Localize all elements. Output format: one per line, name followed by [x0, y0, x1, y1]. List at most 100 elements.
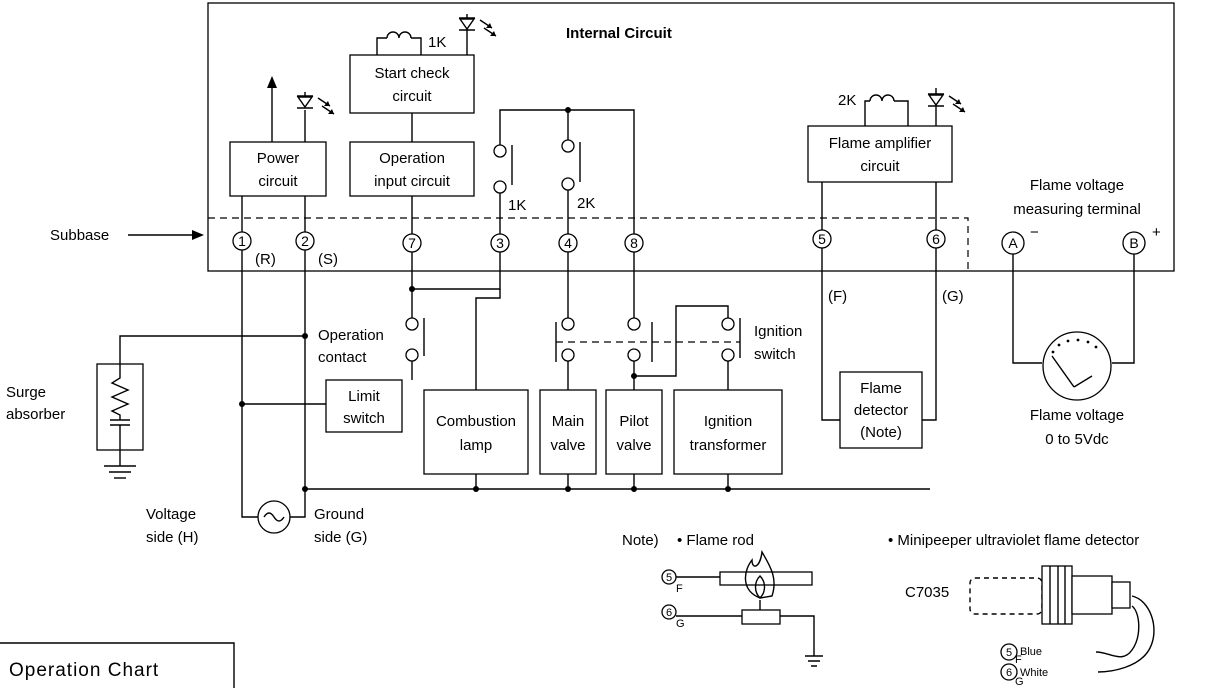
- flame-voltage-meter-icon: [1042, 331, 1112, 401]
- main-valve-label-1: Main: [552, 413, 585, 430]
- ignition-transformer-label-1: Ignition: [704, 413, 752, 430]
- terminal-6: 6: [926, 229, 946, 249]
- minipeeper-terminal-6-num: 6: [1006, 667, 1012, 679]
- svg-text:5: 5: [818, 231, 826, 247]
- flame-voltage-terminal-label-2: measuring terminal: [1013, 201, 1141, 218]
- flame-amplifier-label-2: circuit: [860, 158, 900, 175]
- operation-chart-tab[interactable]: [0, 642, 235, 688]
- svg-text:6: 6: [932, 231, 940, 247]
- svg-text:5: 5: [666, 572, 672, 584]
- minipeeper-terminal-5-sub: F: [1015, 654, 1022, 666]
- flame-amplifier-led-icon: [927, 88, 966, 113]
- operation-chart-tab-label: Operation Chart: [9, 660, 159, 681]
- svg-text:F: F: [676, 583, 683, 595]
- power-circuit-block: [229, 141, 327, 197]
- internal-circuit-title: Internal Circuit: [566, 25, 672, 42]
- operation-contact-label-2: contact: [318, 349, 367, 366]
- subbase-arrow-head: [192, 230, 204, 240]
- svg-text:C7035: C7035: [905, 584, 949, 601]
- note-prefix: Note): [622, 532, 659, 549]
- limit-switch-label-1: Limit: [348, 388, 381, 405]
- flame-amplifier-relay-label: 2K: [838, 92, 856, 109]
- wire-b-meter: [1112, 254, 1135, 364]
- wire-a-meter: [1012, 254, 1042, 364]
- terminal-8: 8: [624, 233, 644, 253]
- wire-voltage-side: [241, 250, 258, 518]
- surge-absorber-icon: [96, 363, 144, 479]
- combustion-lamp-label-1: Combustion: [436, 413, 516, 430]
- flame-detector-label-2: detector: [854, 402, 908, 419]
- ground-side-label-1: Ground: [314, 506, 364, 523]
- note-flame-rod: • Flame rod: [677, 532, 754, 549]
- operation-input-label-1: Operation: [379, 150, 445, 167]
- ignition-switch-label-1: Ignition: [754, 323, 802, 340]
- svg-text:1: 1: [238, 233, 246, 249]
- terminal-2-suffix: (S): [318, 251, 338, 268]
- combustion-lamp-block: [423, 389, 529, 475]
- power-output-arrow-head: [267, 76, 277, 88]
- terminal-a: A: [1001, 231, 1025, 255]
- svg-text:B: B: [1129, 235, 1138, 251]
- ground-side-label-2: side (G): [314, 529, 367, 546]
- pilot-valve-label-1: Pilot: [619, 413, 649, 430]
- start-check-label-1: Start check: [374, 65, 450, 82]
- minipeeper-terminal-6: [1000, 663, 1018, 681]
- common-return-bus: [302, 474, 930, 492]
- minipeeper-terminal-5-num: 5: [1006, 647, 1012, 659]
- power-led-icon: [296, 92, 335, 115]
- load-contacts: [555, 252, 741, 390]
- svg-text:G: G: [676, 618, 685, 630]
- limit-switch-label-2: switch: [343, 410, 385, 427]
- power-circuit-label-2: circuit: [258, 173, 298, 190]
- flame-rod-icon: 5 F 6 G: [661, 549, 823, 667]
- wire-to-combustion-lamp: [475, 289, 501, 390]
- note-minipeeper: • Minipeeper ultraviolet flame detector: [888, 532, 1139, 549]
- operation-contact-switch: [405, 317, 425, 380]
- flame-amplifier-circuit-block: [807, 125, 953, 183]
- terminal-3: 3: [490, 233, 510, 253]
- flame-detector-label-3: (Note): [860, 424, 902, 441]
- wire-to-surge-absorber: [119, 335, 305, 364]
- flame-voltage-terminal-label-1: Flame voltage: [1030, 177, 1124, 194]
- contact-1k-label: 1K: [508, 197, 526, 214]
- operation-contact-label-1: Operation: [318, 327, 384, 344]
- terminal-b-polarity: +: [1152, 224, 1161, 241]
- svg-text:A: A: [1008, 235, 1018, 251]
- start-check-label-2: circuit: [392, 88, 432, 105]
- terminal-a-polarity: −: [1030, 224, 1039, 241]
- ignition-transformer-label-2: transformer: [690, 437, 767, 454]
- pilot-valve-block: [605, 389, 663, 475]
- ignition-transformer-block: [673, 389, 783, 475]
- pilot-valve-label-2: valve: [616, 437, 651, 454]
- wire-t5-detector: [821, 248, 840, 421]
- start-check-led-icon: [458, 14, 497, 37]
- svg-text:4: 4: [564, 235, 572, 251]
- svg-text:8: 8: [630, 235, 638, 251]
- svg-text:6: 6: [666, 607, 672, 619]
- terminal-2: 2: [295, 231, 315, 251]
- flame-voltage-meter-label-1: Flame voltage: [1030, 407, 1124, 424]
- terminal-7: 7: [402, 233, 422, 253]
- terminal-6-suffix: (G): [942, 288, 964, 305]
- flame-amplifier-label-1: Flame amplifier: [829, 135, 932, 152]
- flame-voltage-meter-label-2: 0 to 5Vdc: [1045, 431, 1109, 448]
- voltage-side-label-2: side (H): [146, 529, 199, 546]
- voltage-side-label-1: Voltage: [146, 506, 196, 523]
- wire-ground-side: [290, 250, 306, 518]
- minipeeper-terminal-5: [1000, 643, 1018, 661]
- subbase-boundary: [208, 217, 969, 271]
- minipeeper-detector-icon: C7035: [905, 565, 1155, 673]
- flame-detector-label-1: Flame: [860, 380, 902, 397]
- operation-input-label-2: input circuit: [374, 173, 451, 190]
- main-valve-label-2: valve: [550, 437, 585, 454]
- main-valve-block: [539, 389, 597, 475]
- terminal-1-suffix: (R): [255, 251, 276, 268]
- minipeeper-white-label: White: [1020, 667, 1048, 679]
- limit-switch-block: [325, 379, 403, 433]
- start-check-relay-label: 1K: [428, 34, 446, 51]
- minipeeper-terminal-6-sub: G: [1015, 676, 1024, 688]
- minipeeper-blue-label: Blue: [1020, 646, 1042, 658]
- terminal-4: 4: [558, 233, 578, 253]
- wire-t6-detector: [922, 248, 937, 421]
